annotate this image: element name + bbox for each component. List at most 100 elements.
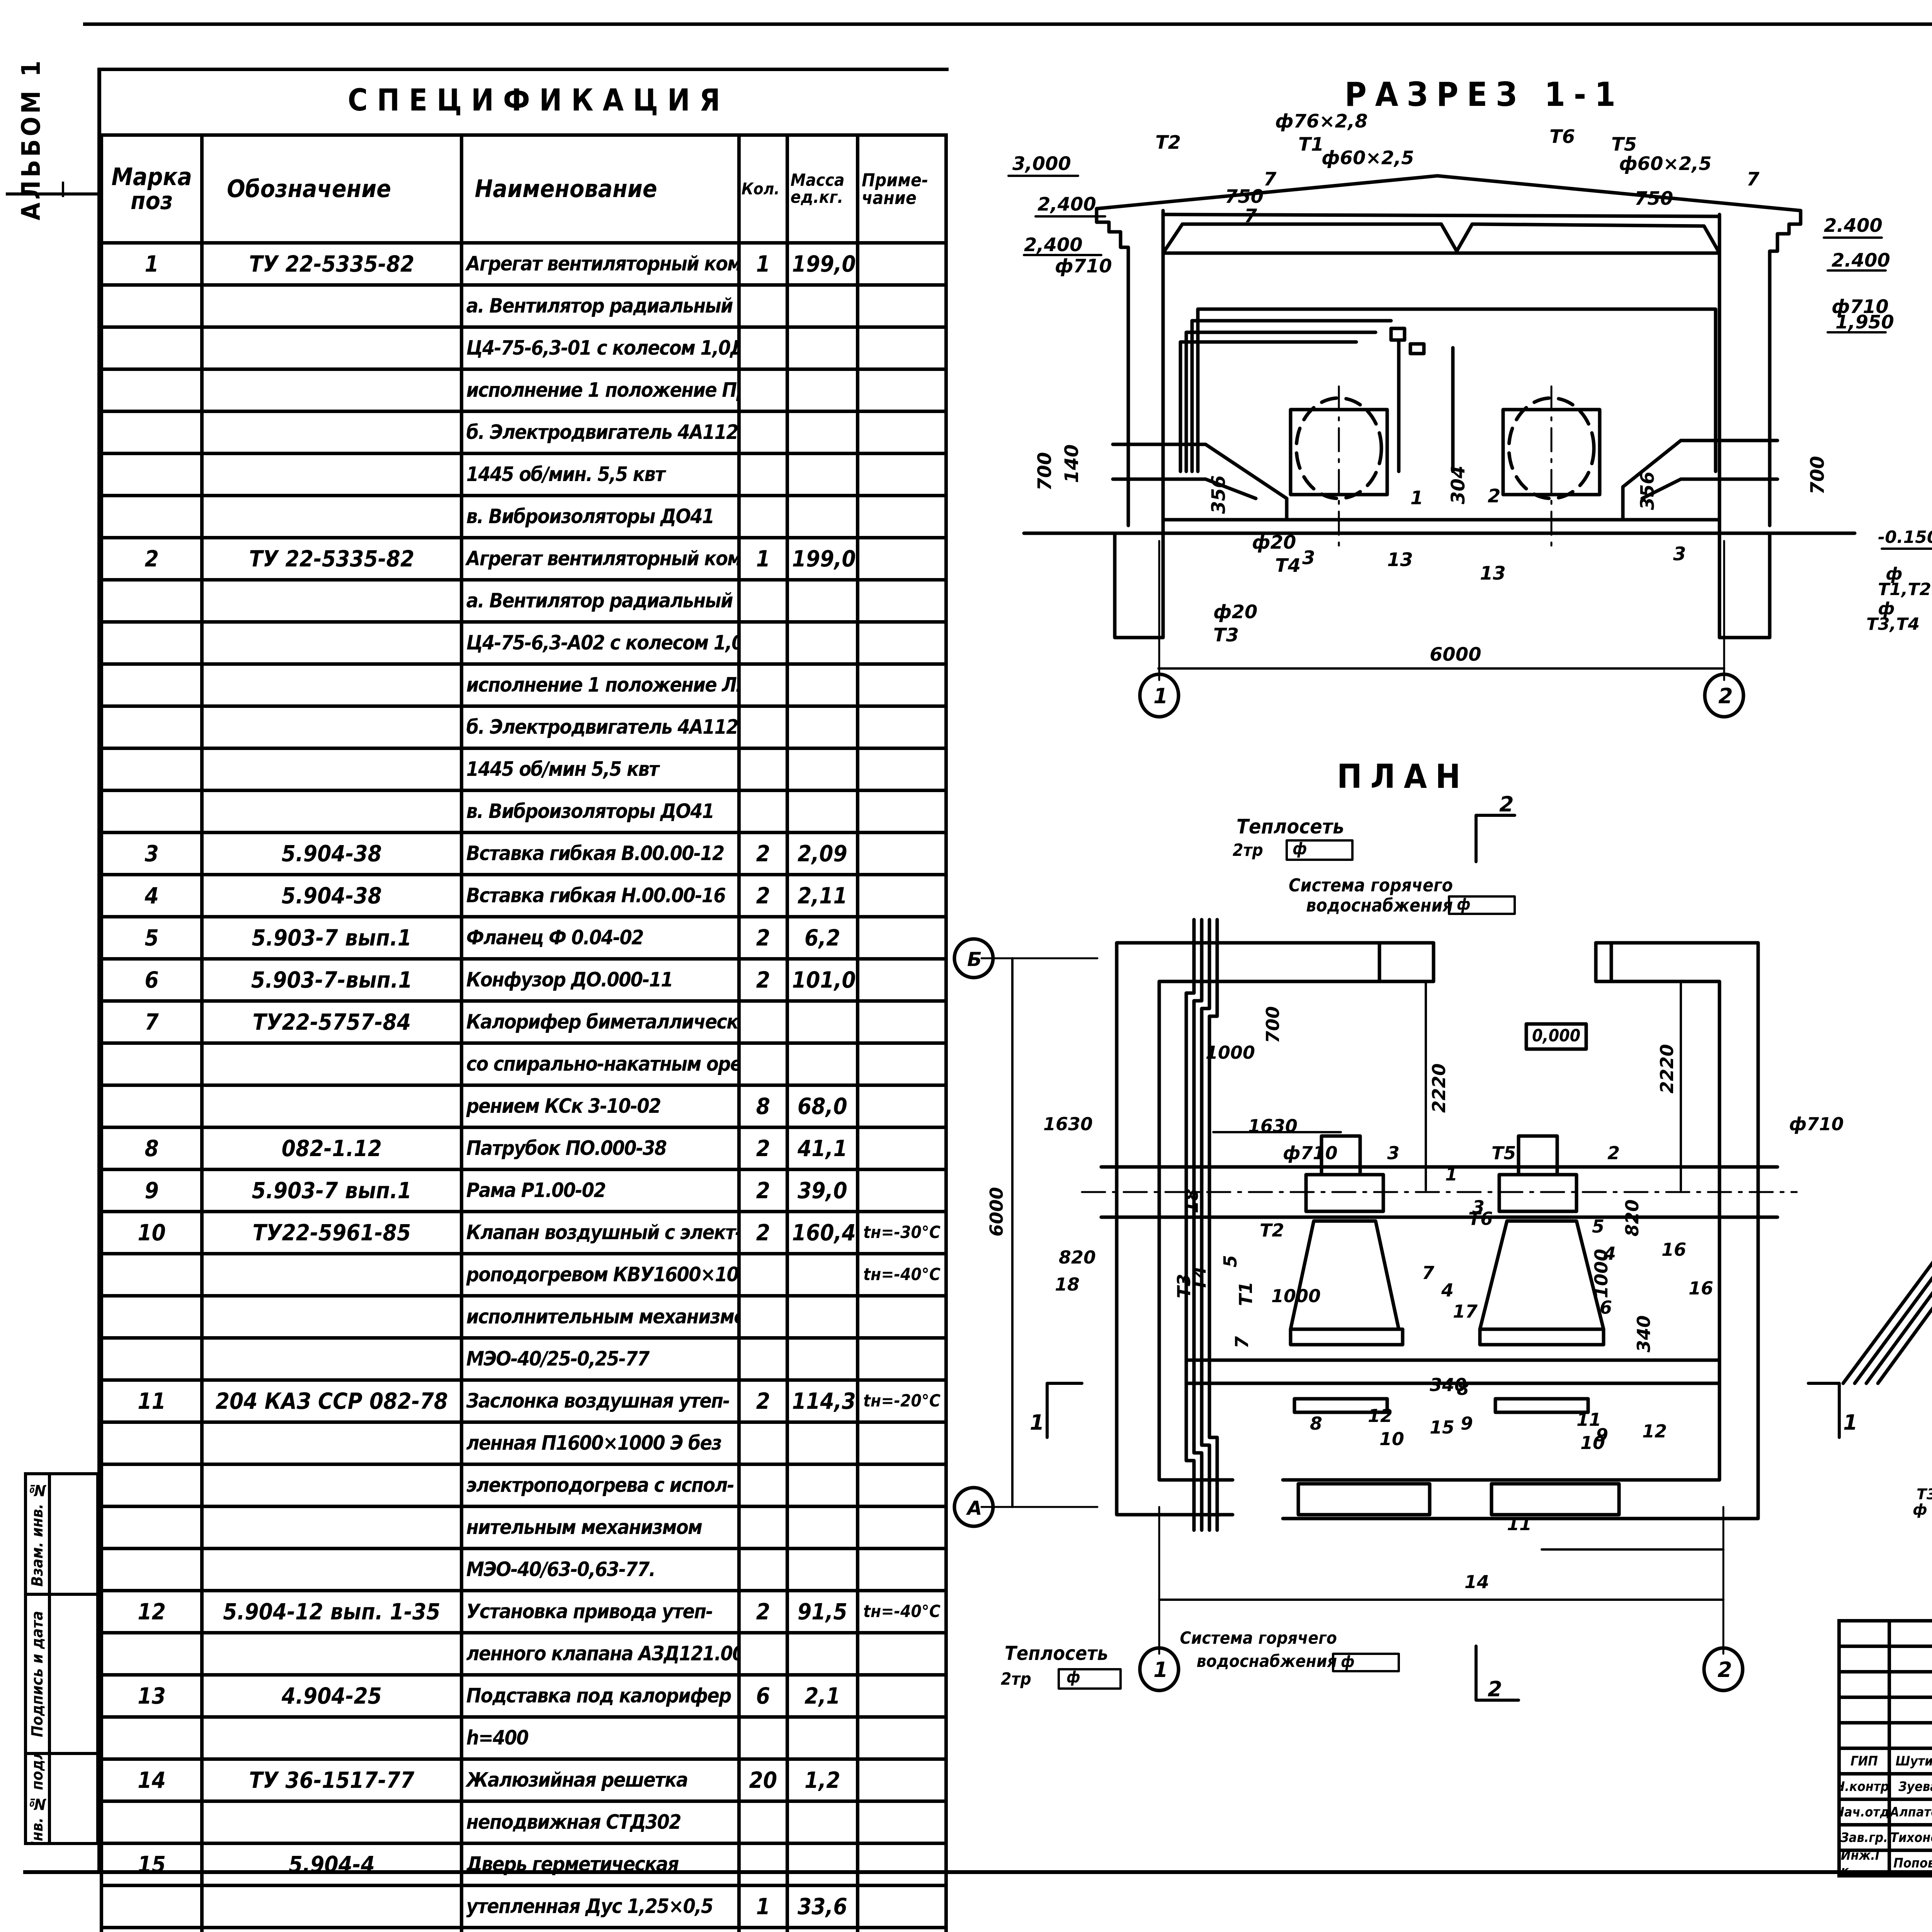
designation-cell: 5.904-38 (200, 831, 463, 876)
note-cell (855, 1126, 948, 1171)
frame-top-inner-line (99, 68, 949, 71)
plan-hotwater-top-label: Система горячего водоснабжения (1289, 875, 1453, 916)
pos-cell (99, 662, 204, 708)
note-cell (855, 1799, 948, 1845)
mass-cell (785, 620, 859, 666)
name-cell: Ц4-75-6,3-А02 с колесом 1,0Дн (459, 620, 741, 666)
plan-label: 16 (1662, 1239, 1686, 1260)
note-cell (855, 831, 948, 876)
plan-axis-label-2: 2 (1718, 1658, 1732, 1682)
qty-cell (737, 620, 789, 666)
qty-cell (737, 999, 789, 1045)
section-1-1-label: ф60×2,5 (1321, 147, 1414, 169)
mass-cell (785, 1631, 859, 1677)
s11-axis-label-1: 1 (1153, 684, 1168, 708)
spec-row: 1445 об/мин 5,5 квт (99, 747, 948, 792)
section-1-1-label: Т3 (1213, 624, 1239, 646)
note-cell (855, 1757, 948, 1803)
pos-cell (99, 1505, 204, 1550)
designation-cell (200, 1631, 463, 1677)
plan-label: 14 (1464, 1571, 1489, 1592)
designation-cell: 5.903-7-вып.1 (200, 957, 463, 1003)
note-cell (855, 325, 948, 371)
plan-label: 4 (1603, 1243, 1616, 1264)
note-cell (855, 1926, 948, 1932)
section-1-1-label: 700 (1034, 452, 1056, 491)
note-cell: tн=-40°С (855, 1589, 948, 1634)
signature-grid-cell: Алпатов (1888, 1798, 1932, 1827)
designation-cell (200, 1715, 463, 1761)
spec-row: исполнительным механизмом (99, 1294, 948, 1340)
plan-pipe-3 (1200, 918, 1211, 1532)
s11-truss (1161, 222, 1721, 255)
section-1-1-label: ф76×2,8 (1275, 111, 1368, 132)
pos-cell: 11 (99, 1378, 204, 1424)
s11-cornice-left (1095, 207, 1130, 527)
plan-label: 9 (1461, 1413, 1473, 1434)
qty-cell (737, 747, 789, 792)
section-1-1-label: 3,000 (1012, 153, 1071, 175)
plan-label: 12 (1642, 1421, 1667, 1442)
spec-row: Ц4-75-6,3-01 с колесом 1,0Дн (99, 325, 948, 371)
plan-axis-bubble-1 (1138, 1646, 1180, 1692)
scheme-pipe-t1 (1841, 1260, 1932, 1385)
qty-cell: 8 (737, 1083, 789, 1129)
designation-cell (200, 1420, 463, 1466)
section-1-1-label: 1,950 (1835, 311, 1894, 333)
name-cell: а. Вентилятор радиальный (459, 283, 741, 329)
spec-row: б. Электродвигатель 4А112М4 (99, 704, 948, 750)
note-cell (855, 536, 948, 582)
plan-section-mark-label: 1 (1030, 1410, 1044, 1435)
note-cell (855, 1294, 948, 1340)
note-cell (855, 241, 948, 287)
designation-cell (200, 410, 463, 455)
signature-grid-cell: Н.контр. (1837, 1772, 1891, 1801)
signature-grid-cell (1888, 1645, 1932, 1673)
pos-cell (99, 1547, 204, 1592)
name-cell: Установка бобышки 3 (459, 1926, 741, 1932)
section-1-1-label: 2 (1488, 485, 1500, 507)
spec-row: МЭО-40/25-0,25-77 (99, 1336, 948, 1382)
designation-cell: 5.904-12 вып. 1-35 (200, 1589, 463, 1634)
qty-cell: 6 (737, 1673, 789, 1719)
spec-row: а. Вентилятор радиальный (99, 283, 948, 329)
pos-cell (99, 1420, 204, 1466)
pos-cell (99, 1336, 204, 1382)
designation-cell (200, 1336, 463, 1382)
note-cell (855, 1673, 948, 1719)
note-cell (855, 1715, 948, 1761)
name-cell: ленная П1600×1000 Э без (459, 1420, 741, 1466)
section-1-1-label: 13 (1480, 563, 1506, 584)
section-1-1-label: ф710 (1832, 296, 1889, 318)
plan-heater-bank-1 (1289, 1327, 1405, 1347)
note-cell (855, 1041, 948, 1087)
mass-cell (785, 283, 859, 329)
mass-cell (785, 1420, 859, 1466)
note-cell (855, 1420, 948, 1466)
plan-label: 10 (1379, 1429, 1404, 1449)
signature-grid-cell (1837, 1696, 1891, 1725)
name-cell: Конфузор ДО.000-11 (459, 957, 741, 1003)
pos-cell (99, 704, 204, 750)
signature-grid-cell (1837, 1645, 1891, 1673)
plan-label: 340 (1633, 1315, 1654, 1352)
plan-label: 8 (1310, 1413, 1322, 1434)
name-cell: 1445 об/мин 5,5 квт (459, 747, 741, 792)
s11-duct-left-bottom (1111, 477, 1258, 500)
note-cell (855, 704, 948, 750)
name-cell: Агрегат вентиляторный комп. (459, 536, 741, 582)
plan-pipe-2 (1192, 918, 1204, 1532)
section-1-1-label: ф20 (1252, 532, 1296, 553)
plan-hotwater-bottom-box (1332, 1653, 1400, 1672)
spec-header-row: Марка поз Обозначение Наименование Кол. … (99, 133, 948, 245)
pos-cell: 4 (99, 873, 204, 918)
plan-section-mark-1-left (1046, 1382, 1083, 1439)
qty-cell: 1 (737, 1884, 789, 1929)
